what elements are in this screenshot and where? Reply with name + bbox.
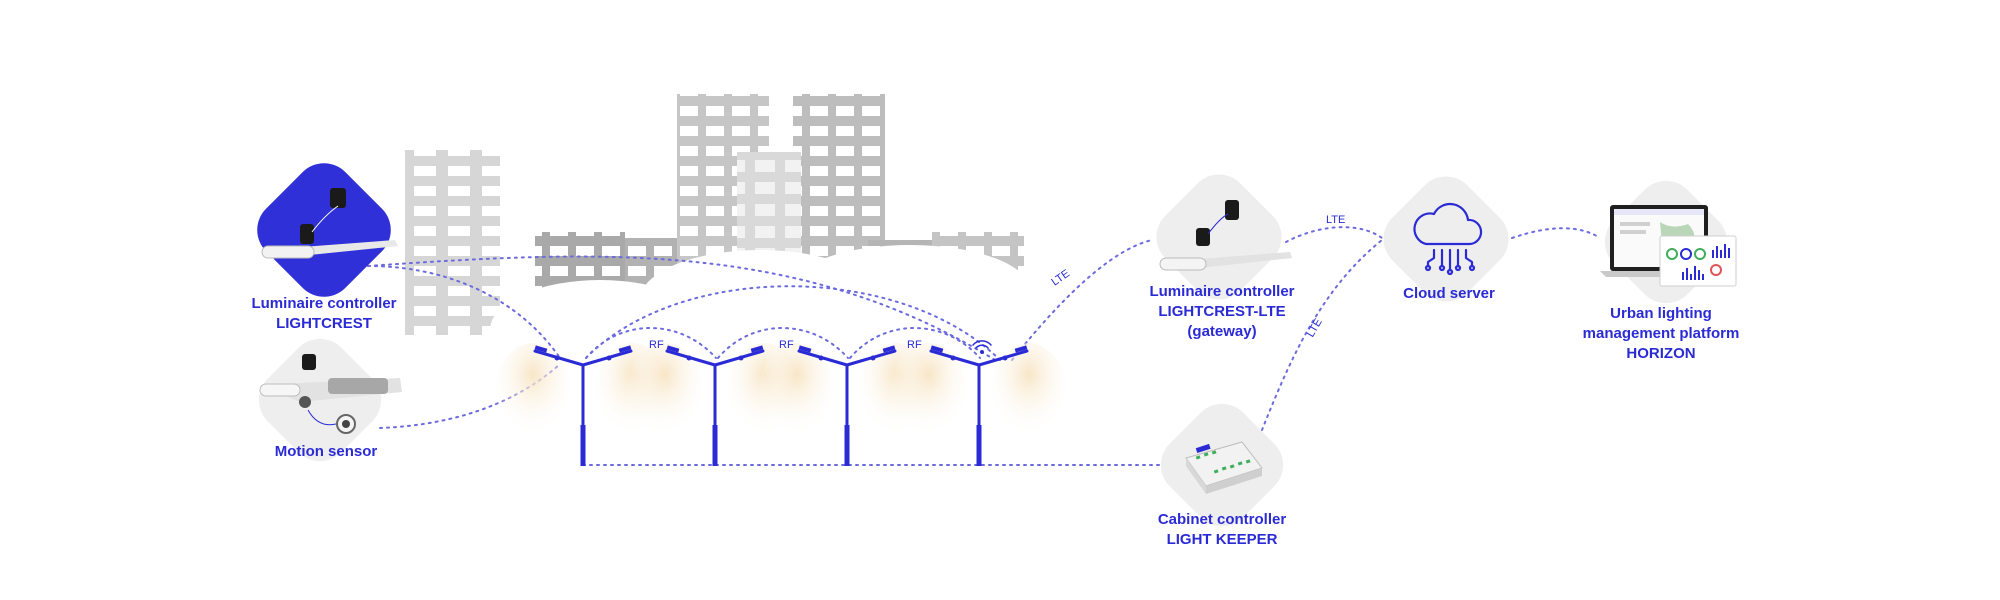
label-horizon-line1: Urban lighting: [1610, 305, 1712, 322]
link-pole4-to-gateway: [1011, 239, 1153, 361]
lamp-glow: [991, 343, 1067, 447]
lamp-node-right: [738, 355, 744, 361]
link-lightcrest-to-gateway-pole: [367, 255, 996, 361]
lamp-node-right: [870, 355, 876, 361]
pole-base: [976, 425, 982, 466]
label-motion-sensor-line1: Motion sensor: [274, 443, 378, 460]
node-lightcrest-lte[interactable]: [1144, 162, 1294, 312]
label-lightcrest-line1: Luminaire controller: [251, 295, 397, 312]
tag-rf-1: RF: [649, 339, 664, 351]
street-pole: [891, 343, 1067, 466]
label-light-keeper-line1: Cabinet controller: [1157, 511, 1287, 528]
street-poles: [495, 343, 1067, 466]
link-cabinet-to-cloud: [1261, 239, 1383, 431]
label-motion-sensor: Motion sensor: [275, 442, 378, 462]
lamp-glow: [891, 343, 967, 447]
node-lightcrest-bg: [257, 163, 391, 297]
lamp-node-left: [950, 355, 956, 361]
label-light-keeper-line2: LIGHT KEEPER: [1166, 531, 1278, 548]
building-left: [405, 150, 500, 335]
lamp-glow: [627, 343, 703, 447]
lamp-node-left: [686, 355, 692, 361]
cloud-server-icon: [1413, 202, 1483, 276]
pole-base: [844, 425, 850, 466]
label-cloud-server: Cloud server: [1403, 284, 1495, 304]
lamp-node-left: [554, 355, 560, 361]
lamp-head-left: [666, 345, 680, 353]
node-cloud-server-bg: [1383, 176, 1509, 302]
label-cloud-server-line1: Cloud server: [1403, 285, 1495, 302]
label-lightcrest-line2: LIGHTCREST: [276, 315, 372, 332]
tag-lte-cloud: LTE: [1326, 214, 1346, 226]
label-lightcrest: Luminaire controller LIGHTCREST: [251, 294, 396, 334]
label-light-keeper: Cabinet controller LIGHT KEEPER: [1158, 510, 1286, 550]
link-pole1-arc-long: [585, 285, 1001, 361]
lamp-head-right: [618, 345, 632, 353]
lamp-node-right: [1002, 355, 1008, 361]
node-cloud-server[interactable]: [1371, 164, 1521, 314]
lamp-head-left: [534, 345, 548, 353]
lamp-head-left: [798, 345, 812, 353]
tag-rf-3: RF: [907, 339, 922, 351]
lamp-glow: [495, 343, 571, 447]
link-lightcrest-to-pole1: [367, 265, 561, 359]
label-horizon-line2: management platform: [1582, 325, 1740, 342]
lamp-head-right: [750, 345, 764, 353]
lamp-head-right: [882, 345, 896, 353]
street-lamp-controller-icon: [1159, 200, 1292, 271]
dashboard-laptop-icon: [1600, 205, 1737, 287]
lamp-head-right: [1014, 345, 1028, 353]
node-lightcrest[interactable]: [245, 151, 403, 309]
link-cloud-to-horizon: [1511, 227, 1601, 239]
label-horizon-line3: HORIZON: [1626, 345, 1696, 362]
lamp-glow: [759, 343, 835, 447]
label-lightcrest-lte-line1: Luminaire controller: [1149, 283, 1295, 300]
lamp-node-right: [606, 355, 612, 361]
lamp-node-left: [818, 355, 824, 361]
cabinet-controller-icon: [1185, 441, 1263, 494]
link-gateway-to-cloud: [1285, 226, 1383, 243]
label-lightcrest-lte-line2: LIGHTCREST-LTE: [1158, 303, 1286, 320]
label-lightcrest-lte: Luminaire controller LIGHTCREST-LTE (gat…: [1149, 282, 1294, 342]
motion-sensor-icon: [259, 354, 402, 434]
pole-base: [580, 425, 586, 466]
tag-rf-2: RF: [779, 339, 794, 351]
wifi-icon: [972, 340, 992, 354]
node-light-keeper[interactable]: [1148, 391, 1295, 538]
pole-base: [712, 425, 718, 466]
street-lamp-controller-icon: [261, 188, 398, 259]
label-lightcrest-lte-line3: (gateway): [1187, 323, 1257, 340]
label-horizon: Urban lighting management platform HORIZ…: [1583, 304, 1740, 364]
node-horizon[interactable]: [1592, 168, 1739, 315]
node-motion-sensor[interactable]: [246, 326, 402, 473]
lamp-head-left: [930, 345, 944, 353]
